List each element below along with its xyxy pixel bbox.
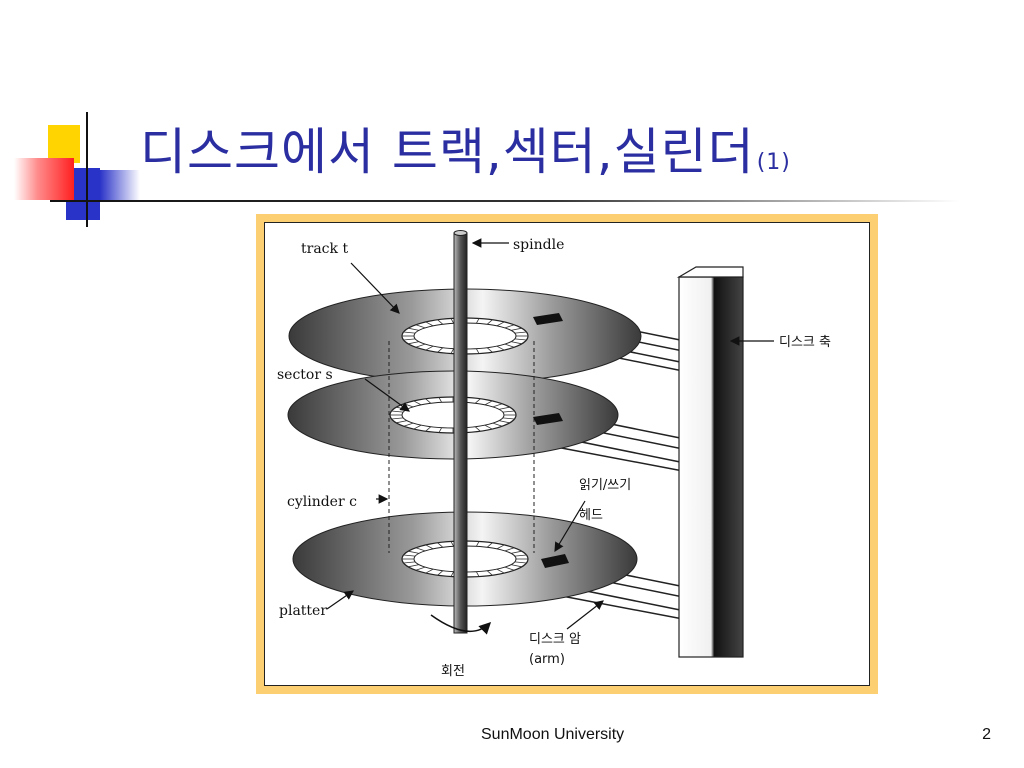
label-disk-arm-line2: (arm) bbox=[529, 652, 565, 667]
sector-tick bbox=[403, 422, 414, 427]
sector-tick bbox=[425, 321, 434, 327]
sector-tick bbox=[514, 338, 527, 341]
sector-tick bbox=[474, 398, 481, 404]
sector-tick bbox=[496, 345, 505, 351]
sector-tick bbox=[403, 554, 416, 557]
sector-tick bbox=[475, 348, 480, 354]
page-number: 2 bbox=[982, 726, 991, 743]
sector-tick bbox=[438, 397, 443, 403]
sector-tick bbox=[437, 570, 444, 576]
sector-tick bbox=[484, 424, 493, 430]
sector-tick bbox=[413, 400, 422, 406]
sector-tick bbox=[486, 570, 493, 576]
sector-tick bbox=[391, 417, 404, 420]
decor-vertical-line bbox=[86, 112, 88, 227]
figure-panel: track t spindle sector s cylinder c plat… bbox=[264, 222, 870, 686]
sector-tick bbox=[486, 319, 493, 325]
decor-yellow-square bbox=[48, 125, 80, 163]
sector-tick bbox=[437, 319, 444, 325]
rotation-arrow bbox=[430, 614, 492, 635]
sector-tick bbox=[425, 398, 432, 404]
sector-tick bbox=[510, 550, 522, 554]
label-rotation: 회전 bbox=[441, 664, 465, 679]
sector-tick bbox=[450, 318, 455, 324]
spindle bbox=[453, 232, 468, 634]
sector-tick bbox=[498, 406, 510, 410]
sector-tick bbox=[510, 564, 522, 568]
label-rw-head-line1: 읽기/쓰기 bbox=[579, 478, 631, 493]
sector-tick bbox=[437, 542, 444, 548]
sector-tick bbox=[514, 554, 527, 557]
sector-tick bbox=[425, 345, 434, 351]
sector-tick bbox=[403, 338, 416, 341]
sector-marks bbox=[390, 318, 528, 577]
sector-tick bbox=[486, 542, 493, 548]
sector-tick bbox=[450, 541, 455, 547]
sector-tick bbox=[496, 568, 505, 574]
leader-arrows bbox=[326, 238, 774, 630]
slide-title-text: 디스크에서 트랙,섹터,실린더 bbox=[140, 123, 755, 181]
sector-tick bbox=[504, 324, 515, 329]
label-cylinder: cylinder c bbox=[287, 494, 357, 510]
sector-tick bbox=[474, 426, 481, 432]
label-track: track t bbox=[301, 241, 348, 257]
sector-tick bbox=[475, 571, 480, 577]
sector-tick bbox=[450, 348, 455, 354]
label-disk-axis: 디스크 축 bbox=[779, 335, 831, 350]
sector-tick bbox=[502, 410, 515, 413]
label-disk-arm-line1: 디스크 암 bbox=[529, 632, 581, 647]
sector-tick bbox=[492, 422, 503, 427]
sector-tick bbox=[510, 327, 522, 331]
sector-tick bbox=[408, 341, 420, 345]
footer-university: SunMoon University bbox=[481, 726, 625, 743]
sector-tick bbox=[486, 347, 493, 353]
label-spindle: spindle bbox=[513, 237, 564, 253]
sector-tick bbox=[514, 331, 527, 334]
sector-tick bbox=[437, 347, 444, 353]
sector-tick bbox=[504, 547, 515, 552]
sector-tick bbox=[475, 318, 480, 324]
sector-tick bbox=[425, 426, 432, 432]
sector-tick bbox=[408, 550, 420, 554]
label-rw-head-line2: 헤드 bbox=[579, 508, 603, 523]
sector-tick bbox=[504, 343, 515, 348]
sector-tick bbox=[484, 400, 493, 406]
sector-tick bbox=[514, 561, 527, 564]
title-underline bbox=[50, 200, 960, 202]
label-sector: sector s bbox=[277, 367, 333, 383]
read-write-heads bbox=[533, 313, 569, 568]
sector-tick bbox=[425, 568, 434, 574]
sector-tick bbox=[391, 410, 404, 413]
sector-tick bbox=[403, 331, 416, 334]
disk-diagram: track t spindle sector s cylinder c plat… bbox=[277, 230, 831, 679]
sector-tick bbox=[510, 341, 522, 345]
sector-tick bbox=[396, 420, 408, 424]
sector-tick bbox=[498, 420, 510, 424]
sector-tick bbox=[415, 343, 426, 348]
slide-title: 디스크에서 트랙,섹터,실린더(1) bbox=[140, 112, 791, 184]
disk-axis-column bbox=[676, 266, 744, 658]
sector-tick bbox=[415, 566, 426, 571]
sector-tick bbox=[403, 561, 416, 564]
cylinder-dashes bbox=[388, 341, 535, 553]
sector-tick bbox=[450, 571, 455, 577]
sector-tick bbox=[496, 544, 505, 550]
sector-tick bbox=[438, 427, 443, 433]
sector-tick bbox=[415, 547, 426, 552]
sector-tick bbox=[504, 566, 515, 571]
sector-tick bbox=[502, 417, 515, 420]
sector-tick bbox=[475, 541, 480, 547]
sector-tick bbox=[496, 321, 505, 327]
slide-title-suffix: (1) bbox=[756, 150, 791, 175]
figure-frame: track t spindle sector s cylinder c plat… bbox=[256, 214, 878, 694]
sector-tick bbox=[408, 564, 420, 568]
label-platter: platter bbox=[279, 603, 327, 619]
decor-blue-fade bbox=[100, 170, 140, 200]
sector-tick bbox=[413, 424, 422, 430]
decor-red-square bbox=[14, 158, 74, 200]
sector-tick bbox=[415, 324, 426, 329]
sector-tick bbox=[408, 327, 420, 331]
sector-tick bbox=[492, 403, 503, 408]
sector-tick bbox=[425, 544, 434, 550]
